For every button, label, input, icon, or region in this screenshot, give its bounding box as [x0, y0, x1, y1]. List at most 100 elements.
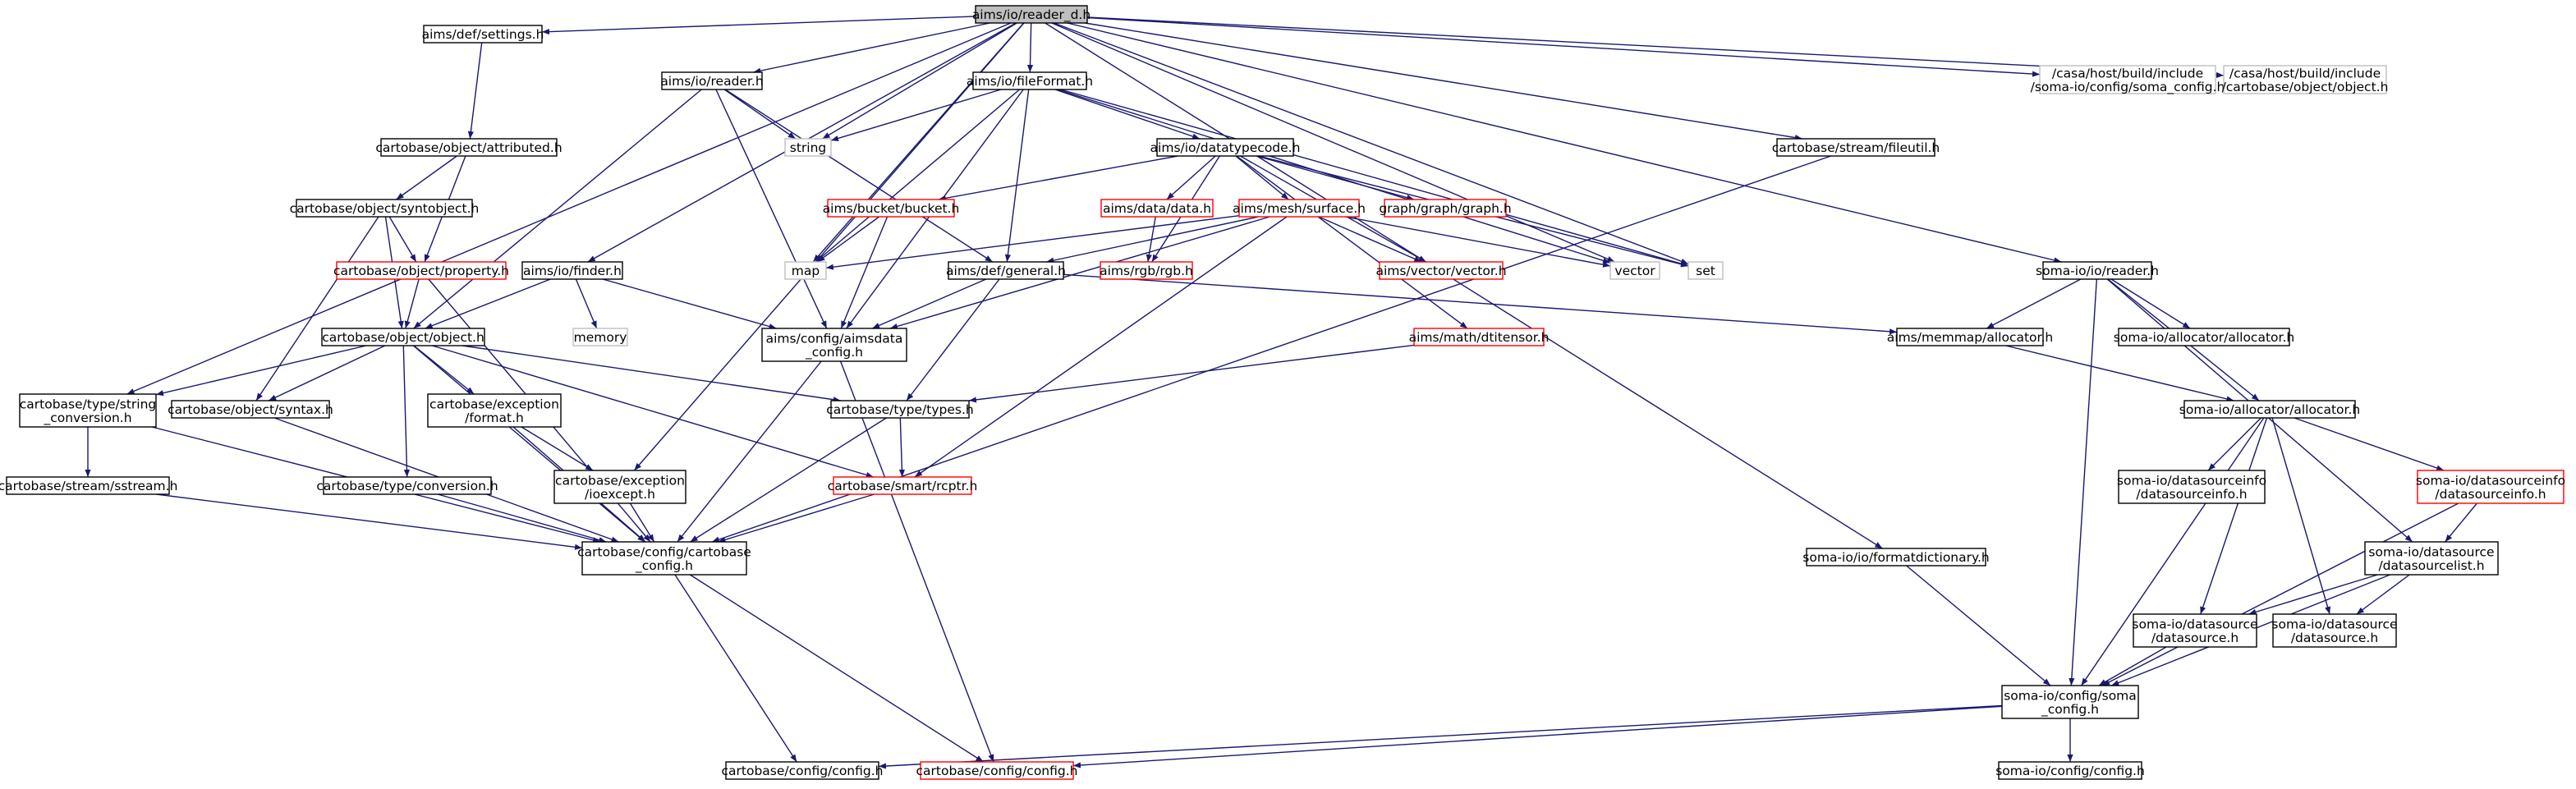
node-configred[interactable]: cartobase/config/config.h	[916, 761, 1078, 780]
node-rgb[interactable]: aims/rgb/rgb.h	[1100, 261, 1193, 280]
edge-root-to-settings	[541, 16, 976, 35]
node-somaconfigh[interactable]: soma-io/config/config.h	[1995, 761, 2145, 780]
node-conversion[interactable]: cartobase/type/conversion.h	[316, 476, 498, 495]
node-box-rcptr	[833, 476, 972, 495]
node-cartoconfig[interactable]: cartobase/config/cartobase_config.h	[577, 541, 751, 576]
node-fileutil[interactable]: cartobase/stream/fileutil.h	[1772, 138, 1940, 157]
node-general[interactable]: aims/def/general.h	[946, 261, 1066, 280]
node-box-settings	[423, 25, 543, 44]
node-box-general	[948, 261, 1064, 280]
edge-root-to-fileformat	[1026, 22, 1034, 73]
node-label-somaconfig-1: _config.h	[2041, 702, 2099, 718]
node-aimsreader[interactable]: aims/io/reader.h	[660, 71, 764, 90]
edge-dsinfo2-to-dslist	[2445, 502, 2477, 543]
node-root[interactable]: aims/io/reader_d.h	[972, 5, 1091, 24]
node-box-dsinfo2	[2417, 470, 2565, 504]
node-datatypecode[interactable]: aims/io/datatypecode.h	[1150, 138, 1301, 157]
node-aimsvector[interactable]: aims/vector/vector.h	[1375, 261, 1507, 280]
node-box-rgb	[1100, 261, 1193, 280]
node-label-ioexcept-0: cartobase/exception	[555, 473, 685, 488]
edge-surface-to-general	[1046, 216, 1259, 264]
node-box-string	[784, 138, 832, 157]
node-box-property	[336, 261, 507, 280]
node-finder[interactable]: aims/io/finder.h	[521, 261, 623, 280]
edge-finder-to-memory	[575, 278, 598, 329]
node-somaalloc1[interactable]: soma-io/allocator/allocator.h	[2114, 328, 2294, 346]
node-set[interactable]: set	[1687, 261, 1724, 280]
node-ds2[interactable]: soma-io/datasource/datasource.h	[2271, 613, 2398, 648]
node-box-aimsvector	[1379, 261, 1504, 280]
node-label-sstream-0: cartobase/stream/sstream.h	[0, 479, 177, 493]
node-label-somaconfig-0: soma-io/config/soma	[2004, 688, 2137, 703]
edge-fileformat-to-map	[815, 89, 1021, 263]
node-somaalloc2[interactable]: soma-io/allocator/allocator.h	[2179, 400, 2360, 419]
node-somareader[interactable]: soma-io/io/reader.h	[2036, 261, 2159, 280]
node-label-config-0: cartobase/config/config.h	[722, 764, 884, 778]
node-property[interactable]: cartobase/object/property.h	[333, 261, 509, 280]
node-box-fileformat	[972, 71, 1087, 90]
node-vector[interactable]: vector	[1609, 261, 1660, 280]
node-dtitensor[interactable]: aims/math/dtitensor.h	[1409, 328, 1550, 346]
node-settings[interactable]: aims/def/settings.h	[422, 25, 544, 44]
node-label-set-0: set	[1696, 264, 1715, 278]
node-attributed[interactable]: cartobase/object/attributed.h	[375, 138, 562, 157]
node-ioexcept[interactable]: cartobase/exception/ioexcept.h	[553, 470, 686, 504]
node-box-fileutil	[1776, 138, 1935, 157]
node-label-rgb-0: aims/rgb/rgb.h	[1100, 264, 1193, 278]
edge-root-to-strconv	[126, 22, 1012, 395]
node-sstream[interactable]: cartobase/stream/sstream.h	[0, 476, 177, 495]
edge-root-to-somaconfigext	[1086, 16, 2041, 77]
node-syntobject[interactable]: cartobase/object/syntobject.h	[290, 199, 480, 218]
node-box-ioexcept	[553, 470, 686, 504]
node-fileformat[interactable]: aims/io/fileFormat.h	[967, 71, 1093, 90]
edge-general-to-types	[906, 278, 1000, 401]
node-bucket[interactable]: aims/bucket/bucket.h	[823, 199, 960, 218]
node-label-dsinfo2-0: soma-io/datasourceinfo	[2416, 473, 2565, 488]
node-syntax[interactable]: cartobase/object/syntax.h	[168, 400, 333, 419]
edge-somaalloc2-to-somaconfig	[2081, 417, 2265, 686]
node-label-dslist-1: /datasourcelist.h	[2378, 558, 2484, 573]
node-strconv[interactable]: cartobase/type/string_conversion.h	[19, 393, 157, 428]
node-dslist[interactable]: soma-io/datasource/datasourcelist.h	[2364, 541, 2499, 576]
node-label-settings-0: aims/def/settings.h	[422, 27, 544, 42]
node-data[interactable]: aims/data/data.h	[1100, 199, 1214, 218]
node-objectext[interactable]: /casa/host/build/include/cartobase/objec…	[2222, 65, 2389, 94]
node-label-surface-0: aims/mesh/surface.h	[1233, 201, 1366, 216]
node-string[interactable]: string	[784, 138, 832, 157]
node-map[interactable]: map	[784, 261, 827, 280]
node-dsinfo2[interactable]: soma-io/datasourceinfo/datasourceinfo.h	[2416, 470, 2565, 504]
edge-root-to-somareader	[1067, 22, 2062, 264]
node-label-dtitensor-0: aims/math/dtitensor.h	[1409, 330, 1550, 345]
edge-fileformat-to-datatypecode	[1054, 89, 1201, 140]
node-box-strconv	[19, 393, 157, 428]
edge-somaconfig-to-configred	[1072, 705, 2003, 768]
edge-ds1-to-somaconfig	[2098, 646, 2167, 686]
edge-somaconfig-to-config	[878, 704, 2003, 769]
node-excformat[interactable]: cartobase/exception/format.h	[427, 393, 562, 428]
node-ds1[interactable]: soma-io/datasource/datasource.h	[2132, 613, 2258, 648]
edge-object-to-excformat	[413, 345, 475, 395]
node-somaconfigext[interactable]: /casa/host/build/include/soma-io/config/…	[2031, 65, 2225, 95]
node-surface[interactable]: aims/mesh/surface.h	[1233, 199, 1366, 218]
node-config[interactable]: cartobase/config/config.h	[722, 761, 884, 780]
node-dsinfo1[interactable]: soma-io/datasourceinfo/datasourceinfo.h	[2117, 470, 2266, 504]
edge-conversion-to-cartoconfig	[437, 493, 607, 544]
node-formatdict[interactable]: soma-io/io/formatdictionary.h	[1802, 548, 1990, 567]
node-object[interactable]: cartobase/object/object.h	[321, 328, 485, 346]
node-box-somaconfigh	[1998, 761, 2142, 780]
node-label-excformat-0: cartobase/exception	[429, 397, 559, 411]
node-layer: aims/io/reader_d.h aims/def/settings.h aim…	[0, 5, 2565, 780]
node-memmap[interactable]: aims/memmap/allocator.h	[1887, 328, 2053, 346]
edge-cartoconfig-to-configred	[689, 574, 984, 763]
node-box-formatdict	[1806, 548, 1986, 567]
node-graph[interactable]: graph/graph/graph.h	[1379, 199, 1512, 218]
node-box-graph	[1384, 199, 1507, 218]
node-memory[interactable]: memory	[572, 328, 628, 346]
node-types[interactable]: cartobase/type/types.h	[826, 400, 974, 419]
edge-dsinfo2-to-somaconfig	[2101, 502, 2459, 686]
node-box-somaalloc1	[2118, 328, 2290, 346]
node-aimsdata[interactable]: aims/config/aimsdata_config.h	[761, 328, 907, 362]
node-rcptr[interactable]: cartobase/smart/rcptr.h	[828, 476, 978, 495]
node-somaconfig[interactable]: soma-io/config/soma_config.h	[2001, 685, 2139, 719]
